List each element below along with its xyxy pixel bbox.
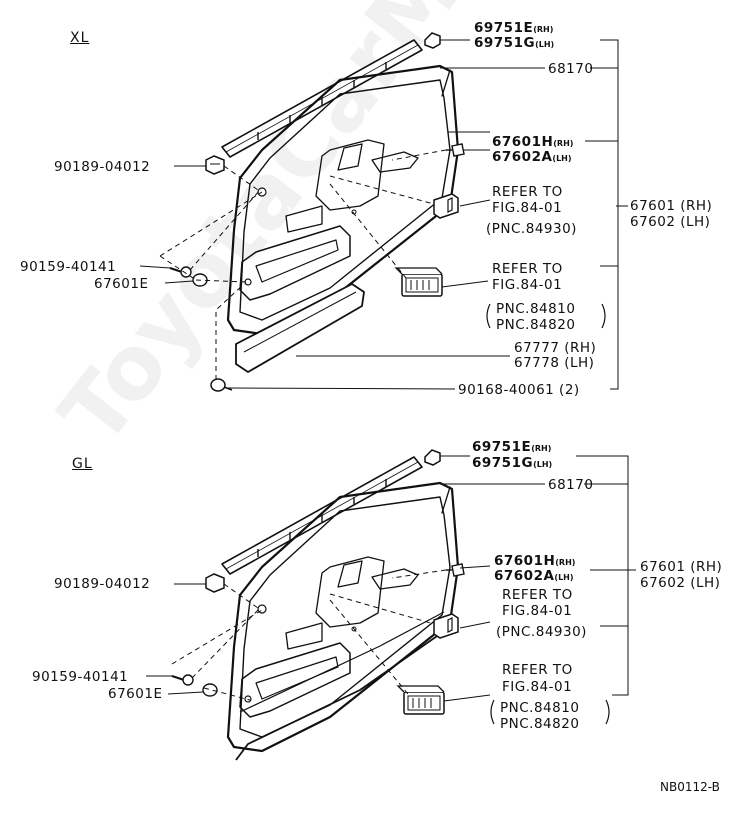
side-suffix: (RH) — [533, 25, 554, 34]
label-90168: 90168-40061 (2) — [458, 382, 580, 398]
assembly-dashed-lines — [159, 149, 447, 380]
armrest-67777 — [235, 283, 365, 373]
section-title-xl: XL — [70, 30, 90, 46]
part-number: 67602A — [492, 149, 553, 165]
part-number: 67601H — [494, 553, 556, 569]
label-67778-lh: 67778 (LH) — [514, 355, 595, 371]
label-67601-rh: 67601 (RH) — [630, 198, 713, 214]
leader-lines — [139, 39, 628, 390]
label-67602-lh: 67602 (LH) — [630, 214, 711, 230]
label-ref1-line2-gl: FIG.84-01 — [502, 603, 573, 619]
label-90189-gl: 90189-04012 — [54, 576, 151, 592]
label-ref2-line2: FIG.84-01 — [492, 277, 563, 293]
screw-90159-gl — [171, 674, 194, 686]
door-trim-lower-gl — [235, 611, 445, 761]
part-number: 69751G — [474, 35, 536, 51]
label-ref1-line1: REFER TO — [492, 184, 563, 200]
label-ref2-line3: PNC.84810 — [496, 301, 576, 317]
clip-90189-gl — [205, 573, 225, 593]
clip-67601h-gl — [446, 563, 465, 577]
pnc-brackets — [486, 303, 606, 329]
side-suffix: (LH) — [533, 460, 553, 469]
label-ref2-line4: PNC.84820 — [496, 317, 576, 333]
label-67777-rh: 67777 (RH) — [514, 340, 597, 356]
label-68170: 68170 — [548, 61, 594, 77]
label-67602-lh-gl: 67602 (LH) — [640, 575, 721, 591]
label-ref1-line1-gl: REFER TO — [502, 587, 573, 603]
label-ref1-line3-gl: (PNC.84930) — [496, 624, 587, 640]
section-title-gl: GL — [72, 456, 93, 472]
part-number: 67601H — [492, 134, 554, 150]
side-suffix: (LH) — [554, 573, 574, 582]
label-67601e-gl: 67601E — [108, 686, 163, 702]
assembly-dashed-lines-gl — [171, 569, 447, 701]
label-67602a-gl: 67602A(LH) — [494, 569, 574, 585]
label-67601h: 67601H(RH) — [492, 135, 573, 151]
label-67602a: 67602A(LH) — [492, 150, 572, 166]
label-ref1-line3: (PNC.84930) — [486, 221, 577, 237]
clip-67601h — [446, 143, 465, 157]
label-ref1-line2: FIG.84-01 — [492, 200, 563, 216]
section-gl-drawing — [146, 448, 636, 761]
side-suffix: (RH) — [531, 444, 552, 453]
section-xl-drawing — [139, 31, 628, 392]
clip-90189 — [205, 155, 225, 175]
screw-90168 — [210, 378, 233, 392]
side-suffix: (RH) — [555, 558, 576, 567]
label-90159-gl: 90159-40141 — [32, 669, 129, 685]
diagram-code: NB0112-B — [660, 780, 720, 794]
label-69751g: 69751G(LH) — [474, 36, 554, 52]
label-90189: 90189-04012 — [54, 159, 151, 175]
label-67601e: 67601E — [94, 276, 149, 292]
label-68170-gl: 68170 — [548, 477, 594, 493]
label-ref2-line3-gl: PNC.84810 — [500, 700, 580, 716]
part-number: 69751E — [474, 20, 534, 36]
label-ref2-line4-gl: PNC.84820 — [500, 716, 580, 732]
label-ref2-line1-gl: REFER TO — [502, 662, 573, 678]
label-90159: 90159-40141 — [20, 259, 117, 275]
label-69751e: 69751E(RH) — [474, 21, 553, 37]
label-67601-rh-gl: 67601 (RH) — [640, 559, 723, 575]
pnc-brackets-gl — [490, 699, 610, 725]
label-ref2-line2-gl: FIG.84-01 — [502, 679, 573, 695]
cap-67601e-gl — [202, 683, 218, 697]
part-number: 69751E — [472, 439, 532, 455]
label-ref2-line1: REFER TO — [492, 261, 563, 277]
label-67601h-gl: 67601H(RH) — [494, 554, 575, 570]
leader-lines-gl — [146, 455, 636, 702]
screw-90159 — [169, 266, 192, 278]
side-suffix: (RH) — [553, 139, 574, 148]
part-number: 69751G — [472, 455, 534, 471]
label-69751g-gl: 69751G(LH) — [472, 456, 552, 472]
label-69751e-gl: 69751E(RH) — [472, 440, 551, 456]
side-suffix: (LH) — [552, 154, 572, 163]
side-suffix: (LH) — [535, 40, 555, 49]
part-number: 67602A — [494, 568, 555, 584]
